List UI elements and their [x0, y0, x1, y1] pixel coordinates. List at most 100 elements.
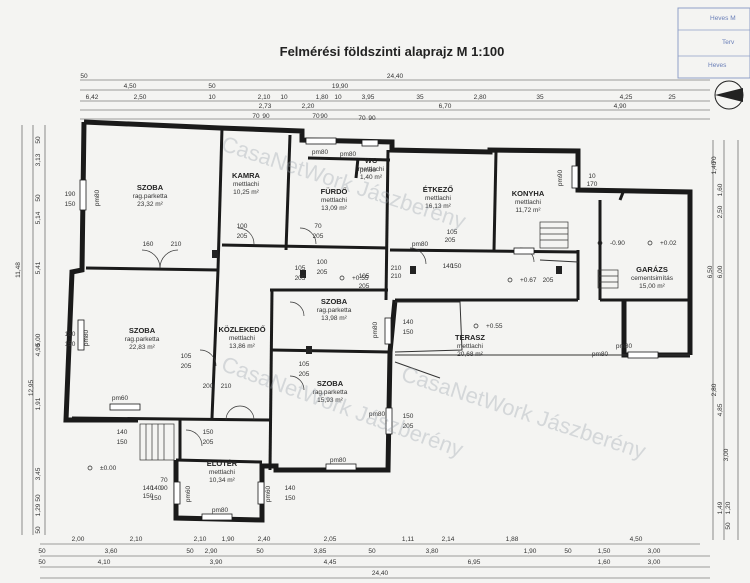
bottom-dimension: 1,90: [222, 536, 235, 543]
room-material: mettlachi: [515, 199, 541, 206]
level-value: +0.55: [486, 323, 503, 330]
opening-dimension: 70: [160, 477, 168, 484]
opening-dimension: 170: [587, 181, 598, 188]
left-dimension: 12,95: [28, 379, 35, 396]
top-dimension: 6,70: [439, 103, 452, 110]
stamp-line-3: Heves: [708, 62, 727, 69]
top-dimension: 2,50: [134, 94, 147, 101]
opening-dimension: 150: [403, 413, 414, 420]
left-dimension: 50: [35, 136, 42, 144]
right-dimension: 2,50: [717, 205, 724, 218]
left-dimension: 1,29: [35, 503, 42, 516]
left-dimension: 50: [35, 194, 42, 202]
approval-stamp: Heves M Terv Heves: [677, 7, 750, 79]
room-material: mettlachi: [233, 181, 259, 188]
room-area: 13,86 m²: [229, 343, 255, 350]
opening-dimension: 140: [443, 263, 454, 270]
opening-dimension: 205: [203, 439, 214, 446]
opening-dimension: 150: [151, 495, 162, 502]
opening-dimension: 105: [181, 353, 192, 360]
level-value: ±0.00: [100, 465, 117, 472]
right-dimension: 1,60: [717, 183, 724, 196]
left-dimension: 3,13: [35, 153, 42, 166]
room-area: 22,83 m²: [129, 344, 155, 351]
opening-dimension: 100: [237, 223, 248, 230]
top-dimension: 24,40: [387, 73, 404, 80]
room-name: WC: [365, 156, 378, 165]
bottom-dimension: 2,40: [258, 536, 271, 543]
room-area: 16,13 m²: [425, 203, 451, 210]
opening-dimension: 105: [299, 361, 310, 368]
level-markers: ±0.00-0.90+0.02+0.67+0.55+0.55: [87, 240, 677, 472]
room-material: mettlachi: [457, 343, 483, 350]
left-dimension: 50: [35, 526, 42, 534]
stamp-line-1: Heves M: [710, 15, 736, 22]
window-label: pm80: [592, 351, 609, 358]
opening-dimension: 205: [295, 275, 306, 282]
opening-dimension: 205: [543, 277, 554, 284]
drawing-title: Felmérési földszinti alaprajz M 1:100: [280, 44, 505, 59]
bottom-dimension: 2,10: [130, 536, 143, 543]
bottom-dimension: 2,90: [205, 548, 218, 555]
top-dimension-lines: [80, 79, 710, 120]
opening-dimension: 105: [295, 265, 306, 272]
room-area: 15,93 m²: [317, 397, 343, 404]
room-name: KONYHA: [512, 189, 545, 198]
bottom-dimension: 4,45: [324, 559, 337, 566]
room-area: 10,25 m²: [233, 189, 259, 196]
top-dimension: 4,25: [620, 94, 633, 101]
bottom-dimension: 3,00: [648, 559, 661, 566]
window-label: pm80: [412, 241, 429, 248]
room-material: rag.parketta: [313, 389, 348, 396]
opening-dimension: 105: [447, 229, 458, 236]
opening-dimension: 210: [391, 273, 402, 280]
left-dimension: 5,41: [35, 261, 42, 274]
bottom-dimension: 2,10: [194, 536, 207, 543]
level-value: -0.90: [610, 240, 625, 247]
left-dimension: 3,45: [35, 467, 42, 480]
window-label: pm80: [83, 329, 90, 346]
right-dimension: 50: [725, 522, 732, 530]
opening-dimension: 150: [403, 329, 414, 336]
bottom-dimension: 3,60: [105, 548, 118, 555]
room-material: rag.parketta: [133, 193, 168, 200]
bottom-dimension: 50: [38, 559, 46, 566]
level-mark-icon: [473, 323, 479, 329]
opening-dimension: 210: [391, 265, 402, 272]
room-name: ELŐTÉR: [207, 459, 238, 468]
opening-dimension: 205: [317, 269, 328, 276]
right-dimension: 3,00: [723, 448, 730, 461]
room-name: SZOBA: [317, 379, 344, 388]
left-dimension-lines: [21, 125, 46, 535]
bottom-dimension: 2,00: [72, 536, 85, 543]
opening-dimension: 70: [252, 113, 260, 120]
right-dimension: 1,20: [725, 501, 732, 514]
opening-dimension: 205: [403, 423, 414, 430]
bottom-dimension: 50: [256, 548, 264, 555]
top-dimension: 4,50: [124, 83, 137, 90]
top-dimension: 25: [668, 94, 676, 101]
opening-dimension: 160: [143, 241, 154, 248]
opening-dimension: 140: [117, 429, 128, 436]
opening-dimension: 205: [237, 233, 248, 240]
right-dimension: 1,49: [717, 501, 724, 514]
window-label: pm80: [372, 321, 379, 338]
bottom-dimension-lines: [40, 543, 710, 579]
top-dimension: 35: [536, 94, 544, 101]
opening-dimension: 205: [181, 363, 192, 370]
room-material: cementsimítás: [631, 275, 674, 282]
right-dimension: 70: [711, 156, 718, 164]
bottom-dimension: 50: [564, 548, 572, 555]
right-dimension: 2,80: [711, 383, 718, 396]
room-material: rag.parketta: [317, 307, 352, 314]
chimney-marks: [212, 250, 562, 354]
window-label: pm90: [557, 169, 564, 186]
top-dimension: 4,90: [614, 103, 627, 110]
bottom-dimension: 4,10: [98, 559, 111, 566]
level-mark-icon: [597, 240, 603, 246]
